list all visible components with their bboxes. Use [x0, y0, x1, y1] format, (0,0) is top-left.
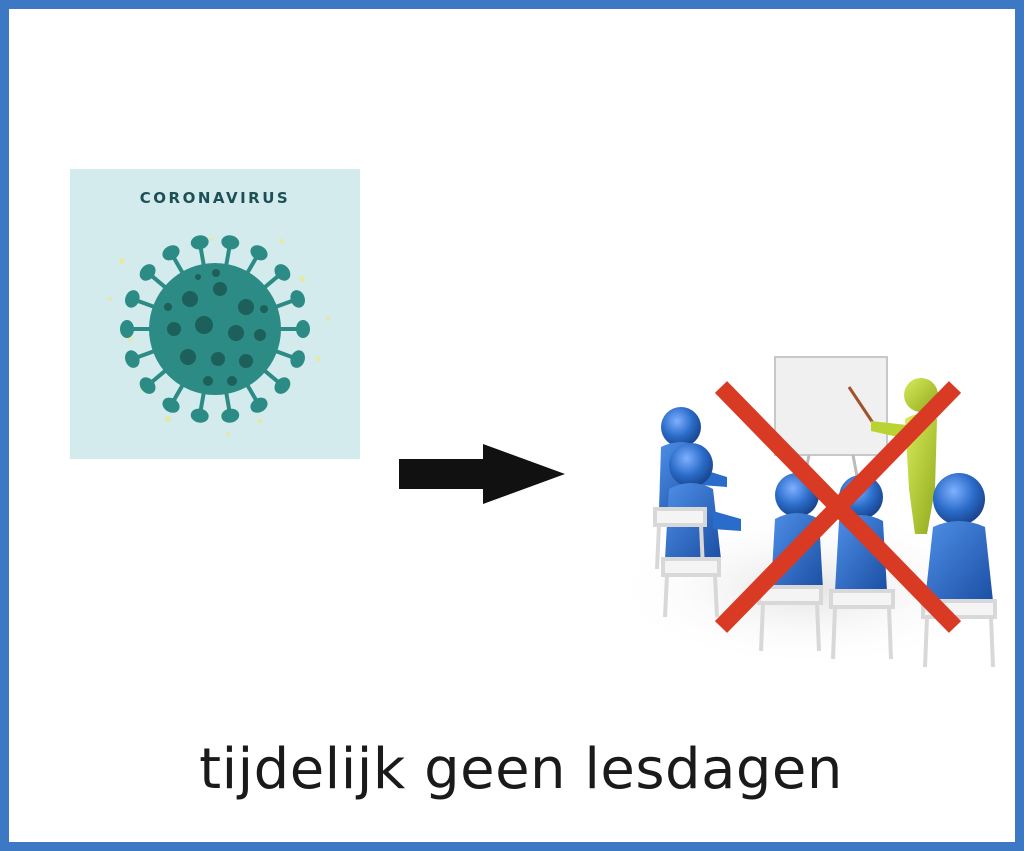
right-arrow-icon	[399, 444, 565, 504]
virus-icon	[70, 169, 360, 459]
virus-title: CORONAVIRUS	[139, 189, 291, 207]
chairs	[653, 507, 997, 668]
red-cross-icon	[714, 381, 962, 633]
classroom-meeting-icon	[609, 356, 1009, 669]
coronavirus-image: CORONAVIRUS	[70, 169, 360, 459]
caption-text: tijdelijk geen lesdagen	[199, 737, 843, 802]
